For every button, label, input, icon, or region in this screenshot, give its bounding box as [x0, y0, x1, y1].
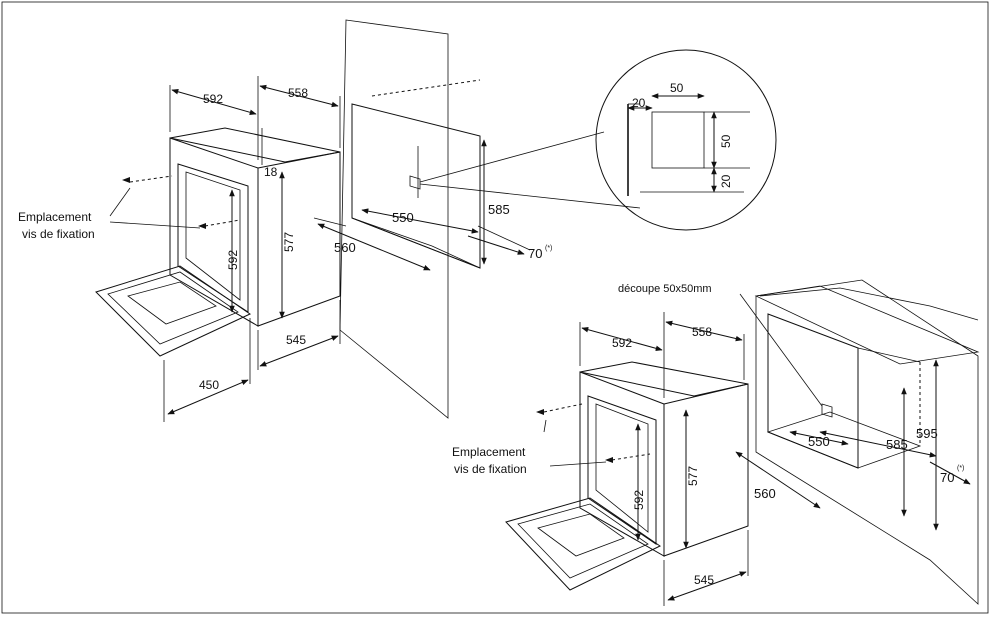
detail-callout	[595, 49, 777, 231]
top-dim-front-height: 592	[226, 250, 240, 270]
bottom-note-mark: (*)	[957, 465, 964, 472]
detail-dim-right: 50	[719, 134, 733, 148]
bottom-dim-niche-height-b: 595	[916, 426, 938, 441]
bottom-dim-depth-bottom: 545	[694, 573, 714, 587]
top-dimensions	[163, 76, 341, 422]
bottom-dim-ventilation: 70	[940, 470, 954, 485]
top-dim-niche-height: 585	[488, 202, 510, 217]
bottom-dim-depth-top: 558	[692, 325, 712, 339]
top-dim-height: 577	[282, 232, 296, 252]
bottom-dim-niche-width: 550	[808, 434, 830, 449]
bottom-dim-niche-depth: 560	[754, 486, 776, 501]
screw-icon	[198, 223, 206, 229]
bottom-mount-label-2: vis de fixation	[454, 462, 527, 476]
bottom-dim-width: 592	[612, 336, 632, 350]
bottom-dim-height: 577	[686, 466, 700, 486]
bottom-oven	[505, 361, 749, 591]
top-dim-depth-bottom: 545	[286, 333, 306, 347]
text-layer: Emplacement vis de fixation 592 558 18 5…	[18, 81, 964, 587]
top-mount-label-2: vis de fixation	[22, 227, 95, 241]
top-note-mark: (*)	[545, 245, 552, 252]
top-dim-ventilation: 70	[528, 246, 542, 261]
top-dim-niche-depth: 560	[334, 240, 356, 255]
bottom-niche-dimensions	[735, 359, 971, 531]
top-dim-door: 450	[199, 378, 219, 392]
top-dim-depth-top: 558	[288, 86, 308, 100]
bottom-cutout-label: découpe 50x50mm	[618, 283, 712, 295]
screw-icon	[605, 457, 613, 463]
top-niche-dimensions	[313, 131, 641, 271]
bottom-cabinet	[739, 279, 980, 605]
bottom-dimensions	[579, 312, 749, 606]
top-mount-label-1: Emplacement	[18, 210, 92, 224]
detail-dim-left: 20	[632, 96, 646, 110]
top-oven	[95, 127, 341, 357]
top-dim-width: 592	[203, 92, 223, 106]
bottom-dim-front-height: 592	[632, 490, 646, 510]
bottom-dim-niche-height-a: 585	[886, 437, 908, 452]
top-dim-niche-width: 550	[392, 210, 414, 225]
detail-dim-top: 50	[670, 81, 684, 95]
bottom-mount-label-1: Emplacement	[452, 445, 526, 459]
screw-icon	[122, 177, 130, 183]
screw-icon	[536, 409, 544, 415]
detail-dim-bottom: 20	[719, 174, 733, 188]
top-dim-gap: 18	[264, 165, 278, 179]
